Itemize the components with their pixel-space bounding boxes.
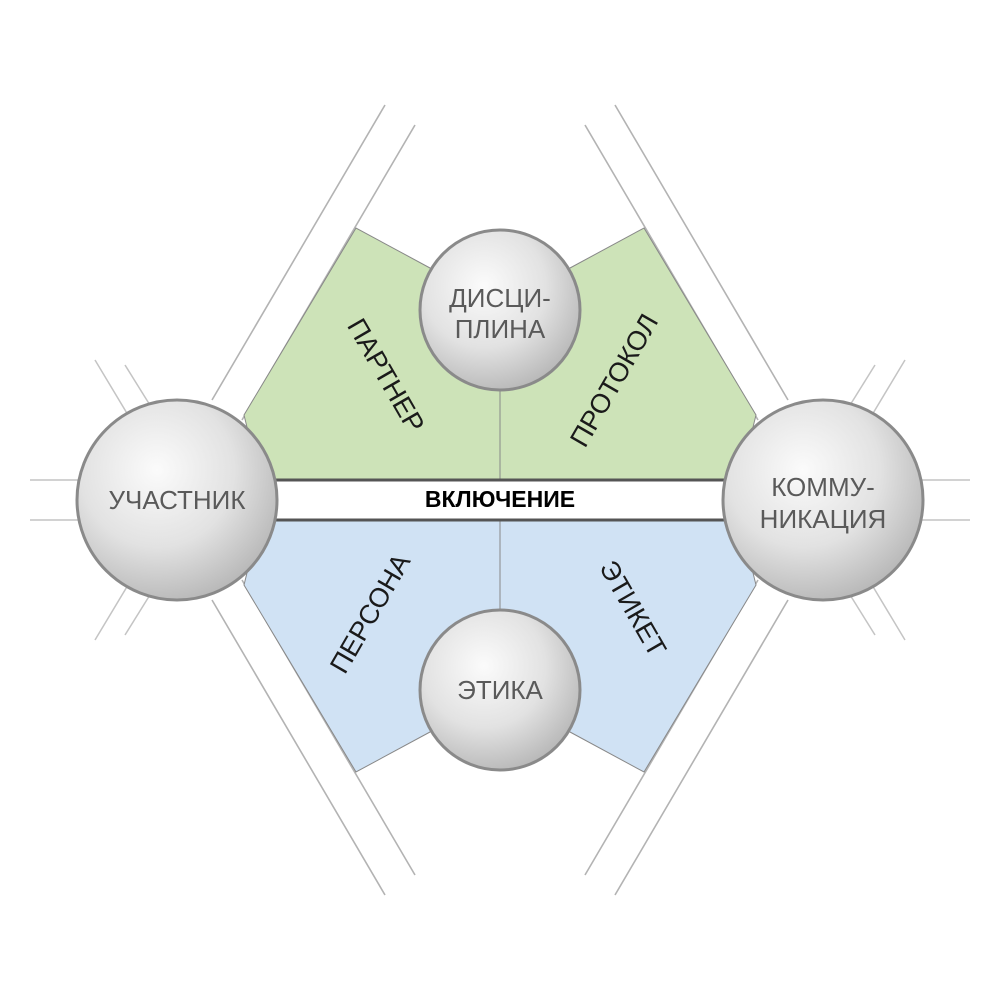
node-left-label: УЧАСТНИК <box>108 485 245 515</box>
sphere <box>418 608 582 772</box>
node-right-line1: КОММУ- <box>771 472 875 502</box>
inclusion-band <box>238 478 762 522</box>
node-top: ДИСЦИ- ПЛИНА <box>418 228 582 392</box>
spokes <box>30 359 970 641</box>
sphere <box>418 228 582 392</box>
node-right: КОММУ- НИКАЦИЯ <box>721 398 925 602</box>
node-left: УЧАСТНИК <box>75 398 279 602</box>
spoke <box>846 364 876 411</box>
frame-line <box>614 104 789 401</box>
node-bottom-label: ЭТИКА <box>457 675 543 705</box>
frame-line <box>614 599 789 896</box>
spoke <box>871 359 906 416</box>
spoke <box>124 589 154 636</box>
node-right-line2: НИКАЦИЯ <box>760 504 887 534</box>
spoke <box>846 589 876 636</box>
node-top-line1: ДИСЦИ- <box>449 283 551 313</box>
spoke <box>94 359 129 416</box>
frame-line <box>211 104 386 401</box>
sphere <box>75 398 279 602</box>
spoke <box>871 584 906 641</box>
spoke <box>94 584 129 641</box>
spoke <box>124 364 154 411</box>
frame-line <box>211 599 386 896</box>
inclusion-label: ВКЛЮЧЕНИЕ <box>425 486 575 512</box>
sphere <box>721 398 925 602</box>
node-bottom: ЭТИКА <box>418 608 582 772</box>
node-top-line2: ПЛИНА <box>455 314 546 344</box>
